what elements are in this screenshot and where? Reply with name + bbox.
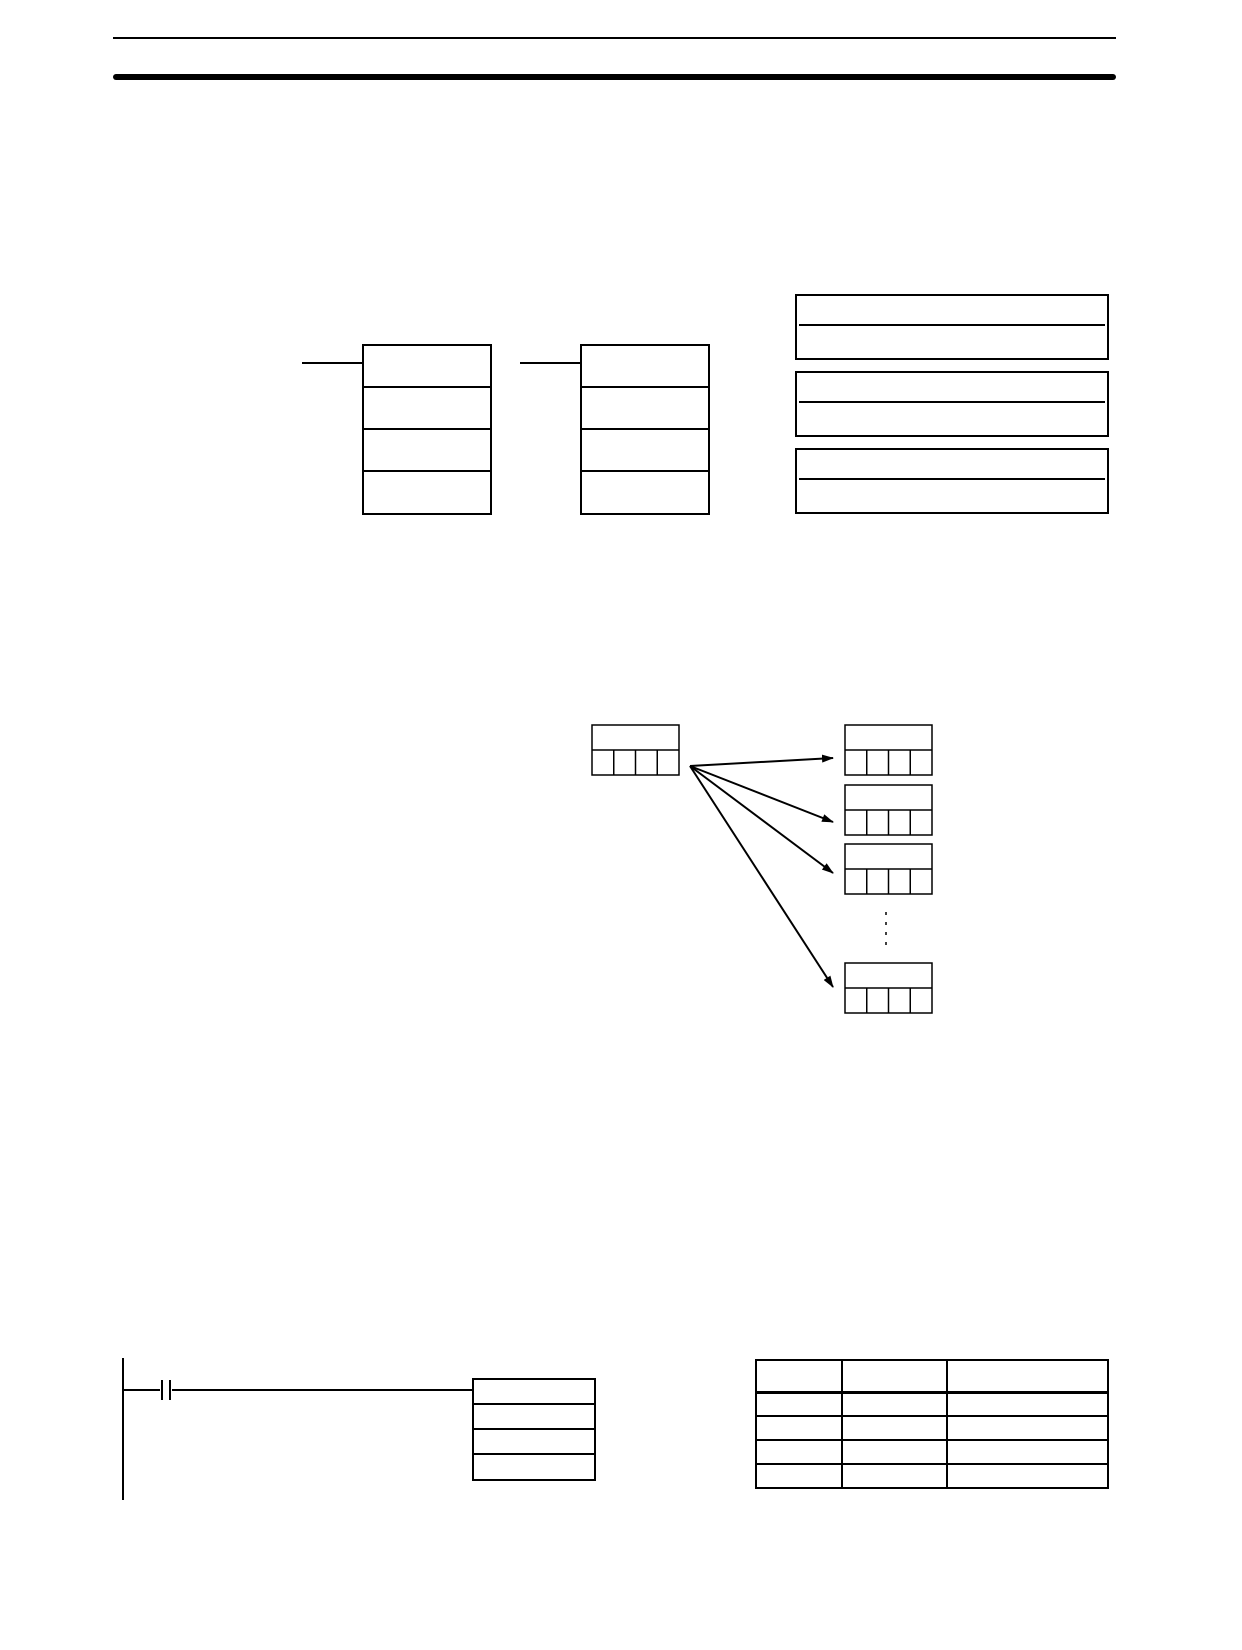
variation-box-1: [795, 294, 1109, 360]
arrow-to-word-3: [689, 765, 834, 874]
source-word: [591, 724, 680, 776]
ladder-diagram: [122, 1358, 473, 1500]
destination-word-3: [844, 843, 933, 895]
instruction-block-1: [362, 344, 492, 515]
destination-word-2: [844, 784, 933, 836]
table-header-cell: [841, 1359, 948, 1394]
table-header-cell: [946, 1359, 1109, 1394]
header-rule-thick: [113, 74, 1116, 80]
header-rule-thin: [113, 37, 1116, 39]
instruction-block-2: [580, 344, 710, 515]
instruction-block-3: [472, 1378, 596, 1481]
ladder-input-line-2: [520, 362, 582, 364]
arrow-to-word-1: [689, 754, 834, 767]
data-table: [755, 1359, 1109, 1489]
variation-box-2: [795, 371, 1109, 437]
destination-word-4: [844, 962, 933, 1014]
ladder-input-line-1: [302, 362, 364, 364]
destination-word-1: [844, 724, 933, 776]
table-header-cell: [755, 1359, 843, 1394]
table-row: [755, 1415, 1109, 1441]
variation-box-3: [795, 448, 1109, 514]
arrow-to-word-2: [689, 765, 834, 823]
table-row: [755, 1439, 1109, 1465]
table-row: [755, 1463, 1109, 1489]
table-row: [755, 1391, 1109, 1417]
arrow-to-word-4: [689, 765, 834, 988]
